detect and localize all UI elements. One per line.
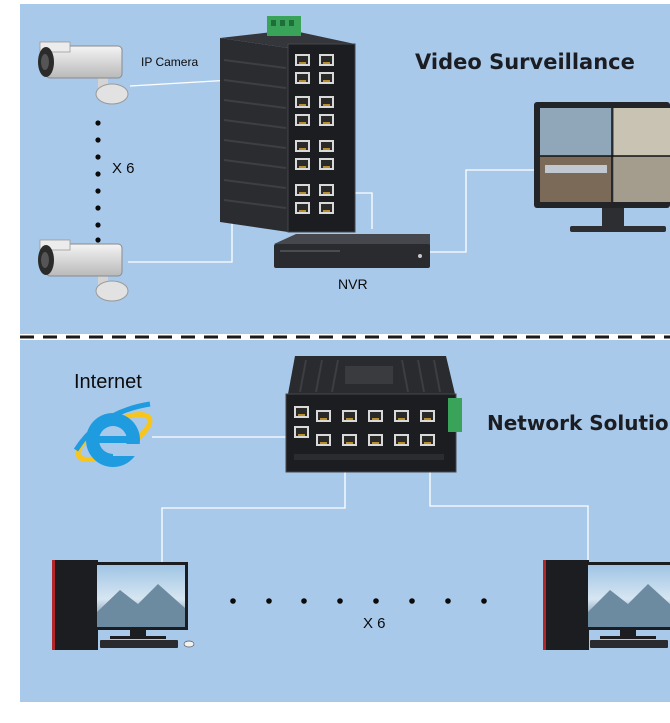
surveillance-title: Video Surveillance	[415, 50, 635, 74]
camera-multiplier: X 6	[112, 160, 135, 177]
pc-dots	[230, 598, 487, 604]
nvr-recorder-icon	[274, 234, 430, 268]
desktop-pc-icon	[543, 560, 670, 650]
internet-explorer-icon	[73, 401, 153, 467]
cctv-camera-icon	[38, 41, 129, 105]
network-cables	[152, 436, 589, 566]
ip-camera-label: IP Camera	[141, 55, 198, 69]
network-title: Network Solutio	[487, 411, 669, 435]
nvr-label: NVR	[338, 276, 368, 292]
pc-multiplier: X 6	[363, 615, 386, 632]
desktop-pc-icon	[52, 560, 195, 650]
monitor-icon	[534, 102, 670, 232]
camera-dots	[95, 120, 101, 243]
internet-label: Internet	[74, 371, 142, 393]
din-rail-switch-icon	[220, 16, 356, 233]
din-rail-switch-icon	[285, 356, 462, 473]
cctv-camera-icon	[38, 239, 129, 302]
